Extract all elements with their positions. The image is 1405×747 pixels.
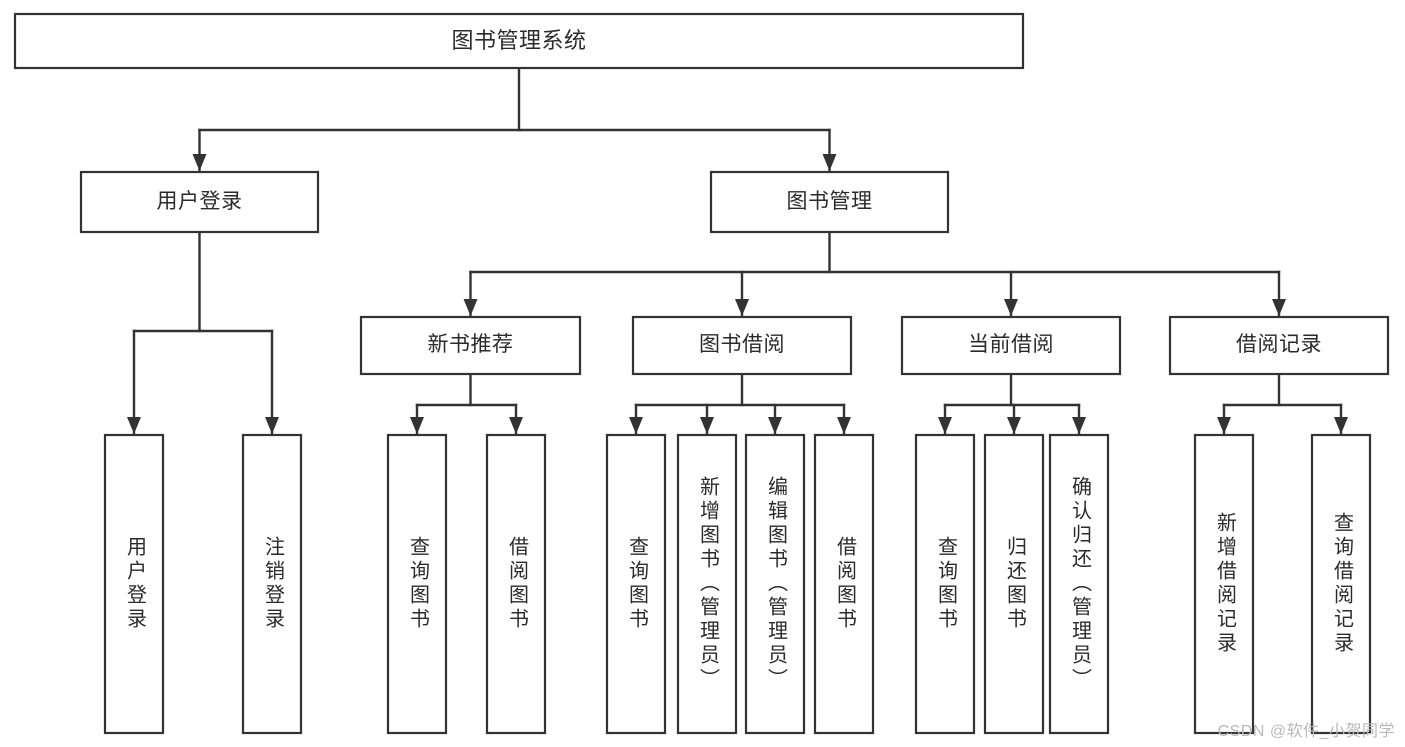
node-box-leaf-confirm-return[interactable] — [1048, 433, 1110, 735]
node-box-leaf-edit-book[interactable] — [744, 433, 806, 735]
node-box-leaf-add-book[interactable] — [676, 433, 738, 735]
node-box-leaf-user-login[interactable] — [103, 433, 165, 735]
arrow-head-book-borrow-to-leaf-edit-book — [768, 417, 782, 434]
arrow-head-book-manage-to-current-borrow — [1004, 299, 1018, 316]
node-box-leaf-query-book-rec[interactable] — [386, 433, 448, 735]
arrow-head-book-borrow-to-leaf-add-book — [700, 417, 714, 434]
node-box-leaf-borrow-book[interactable] — [813, 433, 875, 735]
arrow-head-current-borrow-to-leaf-return-book — [1007, 417, 1021, 434]
node-box-book-manage[interactable] — [709, 170, 950, 234]
node-box-user-login[interactable] — [79, 170, 320, 234]
arrow-head-book-manage-to-new-book-recommend — [463, 299, 478, 316]
arrow-head-book-manage-to-borrow-record — [1272, 299, 1286, 316]
node-box-leaf-return-book[interactable] — [983, 433, 1045, 735]
watermark-text: CSDN @软件_小贺同学 — [1217, 723, 1395, 740]
arrow-head-user-login-to-leaf-user-login — [127, 417, 141, 434]
arrow-head-book-borrow-to-leaf-borrow-book — [837, 417, 851, 434]
node-box-leaf-query-book-current[interactable] — [914, 433, 976, 735]
node-box-leaf-borrow-book-rec[interactable] — [485, 433, 547, 735]
node-box-leaf-query-record[interactable] — [1310, 433, 1372, 735]
node-box-leaf-query-book-borrow[interactable] — [605, 433, 667, 735]
arrow-head-book-manage-to-book-borrow — [735, 299, 749, 316]
node-box-borrow-record[interactable] — [1168, 315, 1390, 376]
arrow-head-current-borrow-to-leaf-query-book-current — [938, 417, 952, 434]
node-box-root[interactable] — [13, 12, 1025, 70]
node-box-current-borrow[interactable] — [900, 315, 1122, 376]
arrow-head-current-borrow-to-leaf-confirm-return — [1072, 417, 1086, 434]
arrow-head-user-login-to-leaf-logout — [265, 417, 279, 434]
node-box-leaf-add-record[interactable] — [1193, 433, 1255, 735]
arrow-head-borrow-record-to-leaf-add-record — [1217, 417, 1231, 434]
edges-layer — [127, 66, 1348, 436]
arrow-head-new-book-recommend-to-leaf-query-book-rec — [410, 417, 424, 434]
arrow-head-root-to-user-login — [192, 154, 207, 171]
node-box-book-borrow[interactable] — [631, 315, 853, 376]
boxes-layer — [13, 12, 1390, 735]
node-box-leaf-logout[interactable] — [241, 433, 303, 735]
node-box-new-book-recommend[interactable] — [359, 315, 582, 376]
arrow-head-borrow-record-to-leaf-query-record — [1334, 417, 1348, 434]
arrow-head-book-borrow-to-leaf-query-book-borrow — [629, 417, 643, 434]
arrow-head-root-to-book-manage — [822, 154, 837, 171]
arrow-head-new-book-recommend-to-leaf-borrow-book-rec — [509, 417, 523, 434]
